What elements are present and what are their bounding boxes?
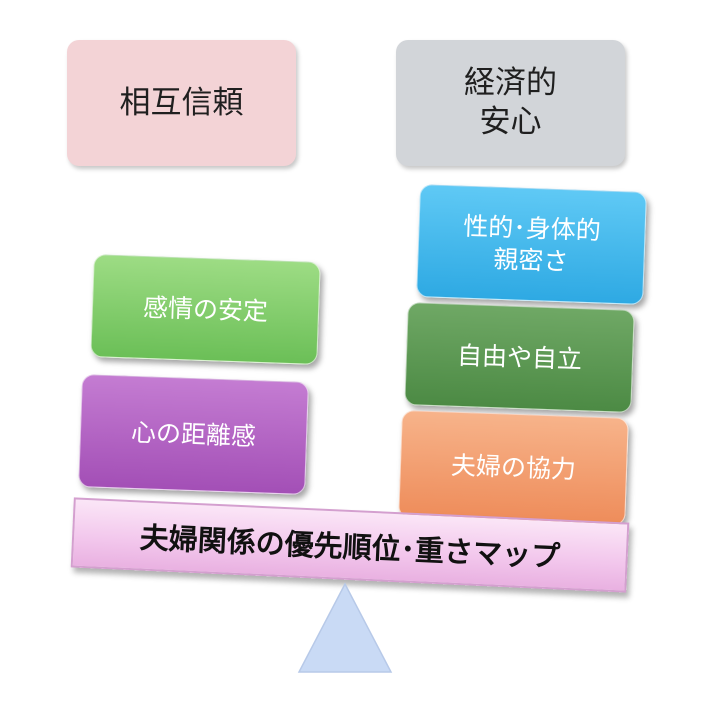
emotional-distance-label: 心の距離感: [130, 417, 257, 452]
cooperation-block: 夫婦の協力: [398, 410, 629, 526]
emotional-distance-block: 心の距離感: [78, 374, 309, 495]
mutual-trust-box: 相互信頼: [67, 40, 296, 166]
economic-security-label-line2: 安心: [479, 104, 542, 140]
economic-security-label-line1: 経済的: [464, 65, 557, 102]
emotional-stability-label: 感情の安定: [142, 292, 269, 327]
emotional-stability-block: 感情の安定: [90, 254, 321, 365]
mutual-trust-label: 相互信頼: [119, 84, 244, 121]
independence-block: 自由や自立: [404, 302, 635, 413]
physical-intimacy-block: 性的･身体的 親密さ: [416, 184, 647, 305]
independence-label: 自由や自立: [456, 340, 583, 375]
physical-intimacy-label-line1: 性的･身体的: [462, 211, 602, 246]
cooperation-label: 夫婦の協力: [450, 451, 577, 485]
economic-security-box: 経済的 安心: [396, 40, 625, 166]
physical-intimacy-label-line2: 親密さ: [492, 244, 569, 276]
fulcrum-triangle: [297, 582, 393, 673]
diagram-title: 夫婦関係の優先順位･重さマップ: [139, 520, 561, 574]
